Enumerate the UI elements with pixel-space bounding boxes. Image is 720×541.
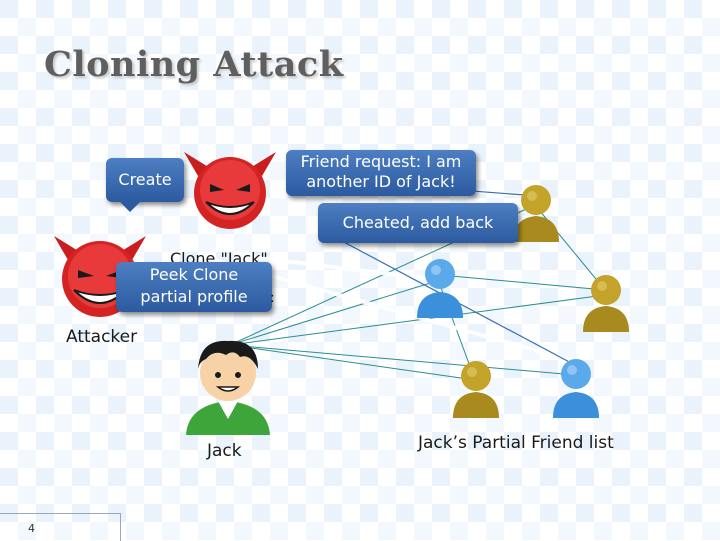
create-callout-text: Create <box>118 170 172 189</box>
attacker-label: Attacker <box>66 327 138 347</box>
friend-request-line2: another ID of Jack! <box>306 172 456 191</box>
friend-blue-avatar-icon <box>553 359 599 418</box>
friend-gold-avatar-icon <box>453 361 499 418</box>
jack-label: Jack <box>207 441 242 461</box>
peek-clone-callout: Peek Clone partial profile <box>116 262 272 312</box>
cheated-callout: Cheated, add back <box>318 203 518 243</box>
peek-clone-line1: Peek Clone <box>149 265 239 284</box>
page-number-box: 4 <box>0 513 121 541</box>
friend-list-label: Jack’s Partial Friend list <box>418 433 614 453</box>
create-callout: Create <box>106 158 184 212</box>
friend-gold-avatar-icon <box>583 275 629 332</box>
slide-title: Cloning Attack <box>44 44 344 85</box>
colon-mark: : <box>270 290 275 306</box>
cheated-callout-text: Cheated, add back <box>342 213 494 232</box>
friend-request-line1: Friend request: I am <box>300 152 462 171</box>
page-number: 4 <box>28 522 35 535</box>
friend-request-callout: Friend request: I am another ID of Jack! <box>286 150 476 196</box>
devil-icon <box>184 152 276 229</box>
jack-avatar-icon <box>186 340 270 435</box>
peek-clone-line2: partial profile <box>140 287 248 306</box>
friend-gold-avatar-icon <box>513 185 559 242</box>
friend-blue-avatar-icon <box>417 259 463 318</box>
